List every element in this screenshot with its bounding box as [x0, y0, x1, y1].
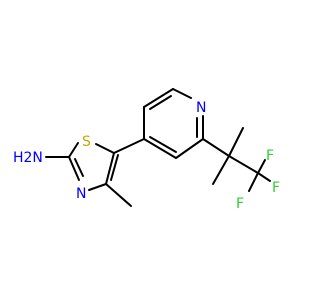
bond — [257, 159, 266, 174]
bond — [257, 172, 271, 182]
methyl-bond — [105, 183, 132, 207]
bond — [228, 127, 244, 157]
bond — [172, 88, 192, 99]
molecule-diagram: H2N S N N F F F — [13, 88, 280, 212]
thiazole-nitrogen-label: N — [76, 186, 86, 202]
bond — [228, 155, 259, 174]
fluorine-bottom-label: F — [236, 196, 244, 212]
bond — [175, 138, 204, 159]
bond — [113, 138, 145, 154]
bond — [68, 142, 79, 158]
molecule-canvas: H2N S N N F F F — [13, 88, 280, 212]
double-bond — [110, 154, 119, 181]
thiazole-sulfur-label: S — [82, 134, 91, 150]
fluorine-top-label: F — [266, 148, 274, 164]
pyridine-nitrogen-label: N — [196, 100, 206, 116]
bond — [212, 155, 230, 185]
bond — [248, 172, 259, 192]
bond — [143, 88, 174, 108]
thiazole-ring — [45, 138, 145, 207]
trifluoro-tert-butyl-group — [202, 127, 271, 192]
fluorine-right-label: F — [272, 180, 280, 196]
bond — [68, 156, 80, 181]
bond — [88, 183, 107, 191]
double-bond — [149, 136, 177, 153]
double-bond — [74, 158, 84, 177]
bond — [143, 138, 177, 159]
bond — [95, 143, 115, 154]
pyridine-ring — [143, 88, 204, 159]
bond — [105, 152, 115, 185]
amine-label: H2N — [13, 150, 43, 166]
double-bond — [149, 95, 172, 110]
bond — [202, 138, 230, 157]
